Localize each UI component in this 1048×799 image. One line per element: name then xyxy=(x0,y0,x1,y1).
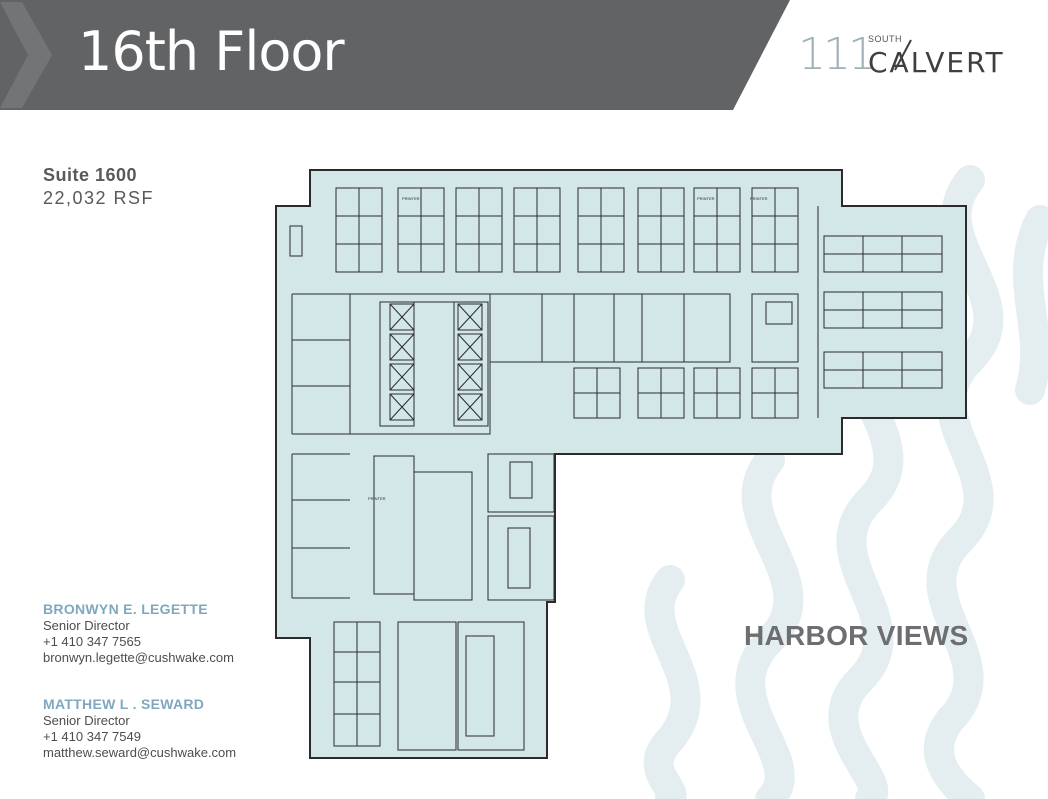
brand-number: 111 xyxy=(798,29,876,80)
suite-area: 22,032 RSF xyxy=(43,188,155,208)
contact-title: Senior Director xyxy=(43,618,130,633)
workstation-clusters xyxy=(289,187,943,747)
harbor-views-callout: HARBOR VIEWS xyxy=(744,620,969,651)
contact-title: Senior Director xyxy=(43,713,130,728)
contact-phone[interactable]: +1 410 347 7549 xyxy=(43,729,141,744)
contact-email[interactable]: bronwyn.legette@cushwake.com xyxy=(43,650,234,665)
printer-label: PRINTER xyxy=(697,196,715,201)
contact-card: BRONWYN E. LEGETTE Senior Director +1 41… xyxy=(43,601,234,666)
contact-name: BRONWYN E. LEGETTE xyxy=(43,601,208,617)
brand-name: CALVERT xyxy=(868,46,1005,79)
printer-label: PRINTER xyxy=(368,496,386,501)
printer-label: PRINTER xyxy=(750,196,768,201)
brand-south-label: SOUTH xyxy=(868,34,902,44)
suite-name: Suite 1600 xyxy=(43,165,138,185)
contact-phone[interactable]: +1 410 347 7565 xyxy=(43,634,141,649)
contact-card: MATTHEW L . SEWARD Senior Director +1 41… xyxy=(43,696,236,761)
contact-name: MATTHEW L . SEWARD xyxy=(43,696,205,712)
floor-plan-outline xyxy=(275,169,967,759)
printer-label: PRINTER xyxy=(402,196,420,201)
suite-info: Suite 1600 22,032 RSF xyxy=(43,165,154,209)
brand-logo: 111 SOUTH CALVERT xyxy=(798,30,1028,90)
floor-plan: PRINTER PRINTER PRINTER PRINTER xyxy=(275,169,967,759)
header-band: 16th Floor xyxy=(0,0,1048,110)
floor-title: 16th Floor xyxy=(78,20,345,83)
header-band-shape xyxy=(0,0,790,110)
contact-email[interactable]: matthew.seward@cushwake.com xyxy=(43,745,237,760)
building-core xyxy=(349,293,491,435)
